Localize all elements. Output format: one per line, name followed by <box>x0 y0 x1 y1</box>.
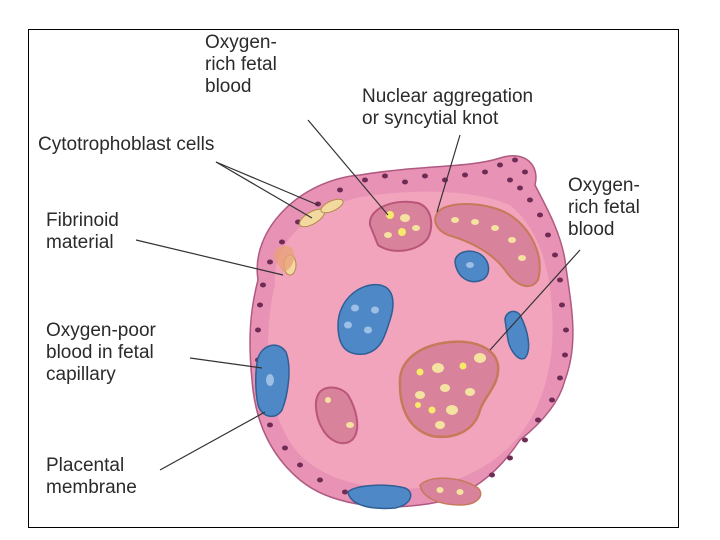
label-placental-membrane: Placental membrane <box>46 455 137 498</box>
label-fibrinoid-material: Fibrinoid material <box>46 210 119 253</box>
oxygen-rich-vessel-lower-left <box>314 386 359 445</box>
figure-frame <box>28 29 679 528</box>
oxygen-rich-vessel-top <box>368 200 433 252</box>
fibrinoid-material <box>273 245 295 272</box>
oxygen-poor-fetal-capillary <box>255 344 290 417</box>
label-cytotrophoblast-cells: Cytotrophoblast cells <box>38 134 215 155</box>
oxygen-rich-vessel-upper-right <box>434 203 541 288</box>
oxygen-poor-vessel-bottom <box>347 484 412 510</box>
oxygen-poor-vessel-center <box>337 284 394 355</box>
label-oxygen-rich-fetal-blood-top: Oxygen- rich fetal blood <box>205 32 277 97</box>
label-oxygen-rich-fetal-blood-right: Oxygen- rich fetal blood <box>568 175 640 240</box>
oxygen-poor-vessel-upper-right <box>454 250 490 283</box>
label-oxygen-poor-blood: Oxygen-poor blood in fetal capillary <box>46 320 156 385</box>
oxygen-poor-vessel-right <box>504 310 530 360</box>
oxygen-rich-vessel-bottom <box>419 477 482 506</box>
label-nuclear-aggregation: Nuclear aggregation or syncytial knot <box>362 86 534 129</box>
oxygen-rich-vessel-center <box>398 340 500 439</box>
leader-lines <box>135 119 581 471</box>
